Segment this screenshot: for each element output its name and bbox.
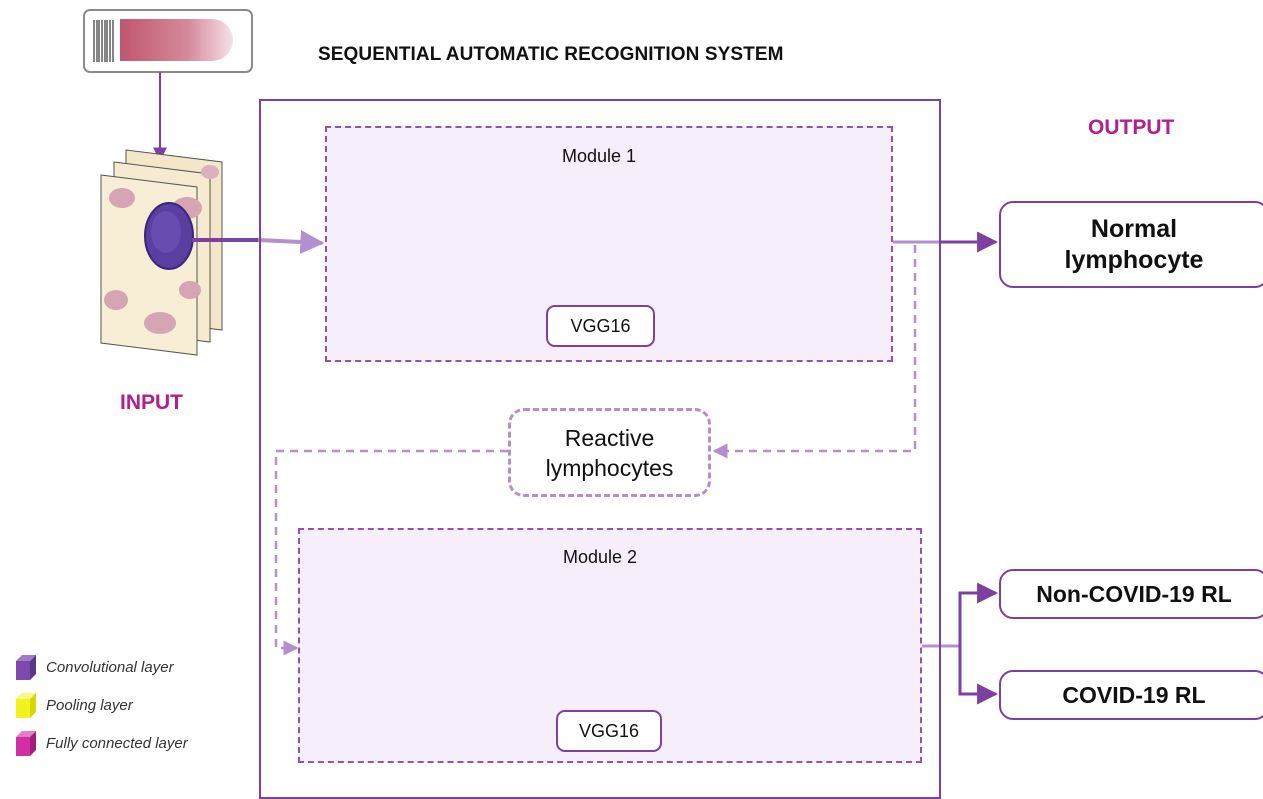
vgg16-badge-module-1: VGG16 — [546, 305, 655, 347]
vgg16-badge-module-2: VGG16 — [556, 710, 662, 752]
output-normal-lymphocyte: Normal lymphocyte — [999, 201, 1263, 288]
input-label: INPUT — [120, 391, 183, 414]
legend-label-fully-connected: Fully connected layer — [46, 735, 188, 752]
output-normal-line-2: lymphocyte — [1064, 245, 1204, 274]
legend: Convolutional layer Pooling layer Fully … — [12, 655, 188, 769]
legend-item-pooling: Pooling layer — [12, 693, 188, 718]
pool-layer-icon — [16, 693, 36, 718]
legend-item-convolutional: Convolutional layer — [12, 655, 188, 680]
module-1-label: Module 1 — [562, 146, 637, 166]
output-label: OUTPUT — [1088, 116, 1175, 139]
output-covid-rl: COVID-19 RL — [999, 670, 1263, 720]
legend-label-pooling: Pooling layer — [46, 697, 133, 714]
slide-icon — [83, 9, 253, 73]
output-normal-line-1: Normal — [1090, 214, 1178, 243]
reactive-line-2: lymphocytes — [545, 454, 674, 481]
legend-item-fully-connected: Fully connected layer — [12, 731, 188, 756]
fc-layer-icon — [16, 731, 36, 756]
conv-layer-icon — [16, 655, 36, 680]
reactive-lymphocytes-box: Reactive lymphocytes — [508, 408, 711, 497]
module-2-label: Module 2 — [563, 547, 638, 567]
diagram-title: SEQUENTIAL AUTOMATIC RECOGNITION SYSTEM — [318, 44, 784, 65]
legend-label-convolutional: Convolutional layer — [46, 659, 174, 676]
input-image-stack — [100, 149, 223, 356]
output-non-covid-rl: Non-COVID-19 RL — [999, 569, 1263, 619]
reactive-line-1: Reactive — [564, 424, 655, 451]
